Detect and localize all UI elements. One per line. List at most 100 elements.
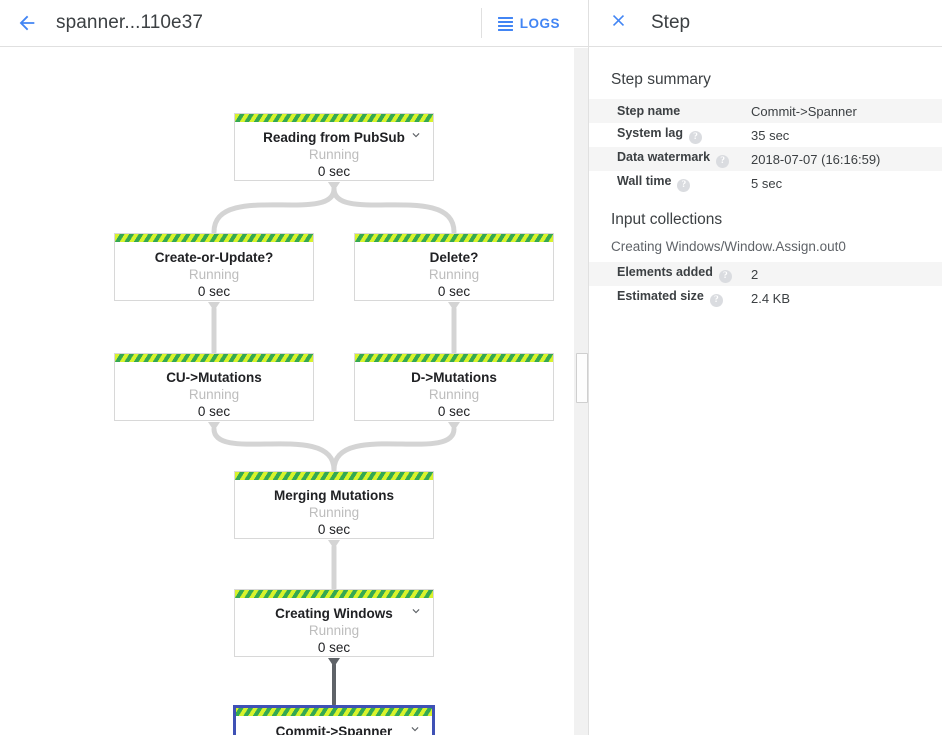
table-row: Elements added?2 bbox=[589, 262, 942, 286]
close-icon bbox=[609, 11, 628, 35]
node-status: Running bbox=[428, 387, 480, 402]
kv-key-cell: Elements added? bbox=[589, 262, 751, 286]
logs-button-label: LOGS bbox=[519, 15, 560, 31]
kv-key-cell: Wall time? bbox=[589, 171, 751, 195]
kv-key-label: Wall time bbox=[617, 174, 672, 188]
node-status-stripe bbox=[236, 708, 432, 716]
step-panel-header: Step bbox=[589, 0, 942, 47]
table-row: Data watermark?2018-07-07 (16:16:59) bbox=[589, 147, 942, 171]
help-icon[interactable]: ? bbox=[716, 155, 730, 168]
node-body: Commit->SpannerPart running5 sec bbox=[236, 716, 432, 735]
kv-value-cell: 2 bbox=[751, 266, 759, 282]
node-status-stripe bbox=[355, 354, 553, 362]
graph-edge-cu-mutations-to-merging-mutations bbox=[208, 422, 337, 473]
node-status: Running bbox=[308, 147, 360, 162]
node-status-stripe bbox=[115, 354, 313, 362]
node-title: Reading from PubSub bbox=[263, 130, 405, 145]
node-status-stripe bbox=[235, 114, 433, 122]
node-time: 0 sec bbox=[197, 404, 231, 419]
step-summary-heading: Step summary bbox=[611, 71, 711, 88]
kv-key-label: Step name bbox=[617, 104, 681, 118]
node-title: CU->Mutations bbox=[166, 370, 262, 385]
chevron-down-icon[interactable] bbox=[409, 128, 423, 142]
node-title: Create-or-Update? bbox=[154, 250, 274, 265]
node-status: Running bbox=[188, 267, 240, 282]
node-time: 0 sec bbox=[317, 522, 351, 537]
help-icon[interactable]: ? bbox=[689, 131, 703, 144]
graph-edge-d-mutations-to-merging-mutations bbox=[331, 422, 460, 473]
help-icon[interactable]: ? bbox=[677, 179, 691, 192]
back-button[interactable] bbox=[10, 6, 44, 40]
graph-edge-merging-mutations-to-creating-windows bbox=[328, 540, 340, 591]
help-icon[interactable]: ? bbox=[709, 294, 723, 307]
table-row: Wall time?5 sec bbox=[589, 171, 942, 195]
step-panel-title: Step bbox=[651, 12, 691, 33]
node-title: Merging Mutations bbox=[274, 488, 394, 503]
node-time: 0 sec bbox=[437, 284, 471, 299]
graph-vertical-scrollbar-thumb[interactable] bbox=[576, 353, 588, 403]
chevron-down-icon[interactable] bbox=[409, 604, 423, 618]
graph-edge-reading-from-pubsub-to-delete bbox=[328, 182, 457, 235]
kv-key-label: System lag bbox=[617, 126, 684, 140]
graph-edge-delete-to-d-mutations bbox=[448, 302, 460, 355]
kv-key-label: Estimated size bbox=[617, 289, 704, 303]
graph-vertical-scrollbar-track[interactable] bbox=[574, 48, 588, 735]
graph-edge-creating-windows-to-commit-spanner bbox=[328, 658, 340, 706]
graph-node-delete[interactable]: Delete? Running 0 sec bbox=[354, 233, 554, 301]
kv-value-cell: 35 sec bbox=[751, 127, 790, 143]
kv-key-cell: Estimated size? bbox=[589, 286, 751, 310]
help-icon[interactable]: ? bbox=[718, 270, 732, 283]
node-status-stripe bbox=[235, 590, 433, 598]
close-button[interactable] bbox=[603, 8, 633, 38]
node-title: D->Mutations bbox=[411, 370, 497, 385]
input-collections-heading: Input collections bbox=[611, 211, 723, 228]
node-time: 0 sec bbox=[317, 164, 351, 179]
node-status: Running bbox=[308, 623, 360, 638]
kv-key-label: Elements added bbox=[617, 265, 713, 279]
chevron-down-icon[interactable] bbox=[408, 722, 422, 735]
node-status: Running bbox=[428, 267, 480, 282]
kv-key-cell: Data watermark? bbox=[589, 147, 751, 171]
node-title: Commit->Spanner bbox=[275, 724, 393, 735]
graph-node-commit-spanner[interactable]: Commit->SpannerPart running5 sec bbox=[233, 705, 435, 735]
arrow-left-icon bbox=[16, 12, 38, 34]
logs-button[interactable]: LOGS bbox=[497, 15, 560, 31]
page-title: spanner...110e37 bbox=[56, 12, 204, 33]
node-status-stripe bbox=[115, 234, 313, 242]
kv-key-cell: System lag? bbox=[589, 123, 751, 147]
node-title: Delete? bbox=[429, 250, 479, 265]
graph-edge-reading-from-pubsub-to-create-or-update bbox=[211, 182, 340, 235]
node-time: 0 sec bbox=[437, 404, 471, 419]
node-title: Creating Windows bbox=[275, 606, 393, 621]
stack-icon bbox=[497, 16, 513, 31]
table-row: Estimated size?2.4 KB bbox=[589, 286, 942, 310]
kv-key-cell: Step name bbox=[589, 99, 751, 123]
node-body: Delete? Running 0 sec bbox=[355, 242, 553, 308]
input-collection-name: Creating Windows/Window.Assign.out0 bbox=[611, 239, 846, 254]
node-status-stripe bbox=[235, 472, 433, 480]
job-toolbar: spanner...110e37 LOGS bbox=[0, 0, 588, 47]
toolbar-divider bbox=[480, 8, 482, 38]
node-status: Running bbox=[188, 387, 240, 402]
kv-value-cell: 2018-07-07 (16:16:59) bbox=[751, 151, 881, 167]
node-status-stripe bbox=[355, 234, 553, 242]
